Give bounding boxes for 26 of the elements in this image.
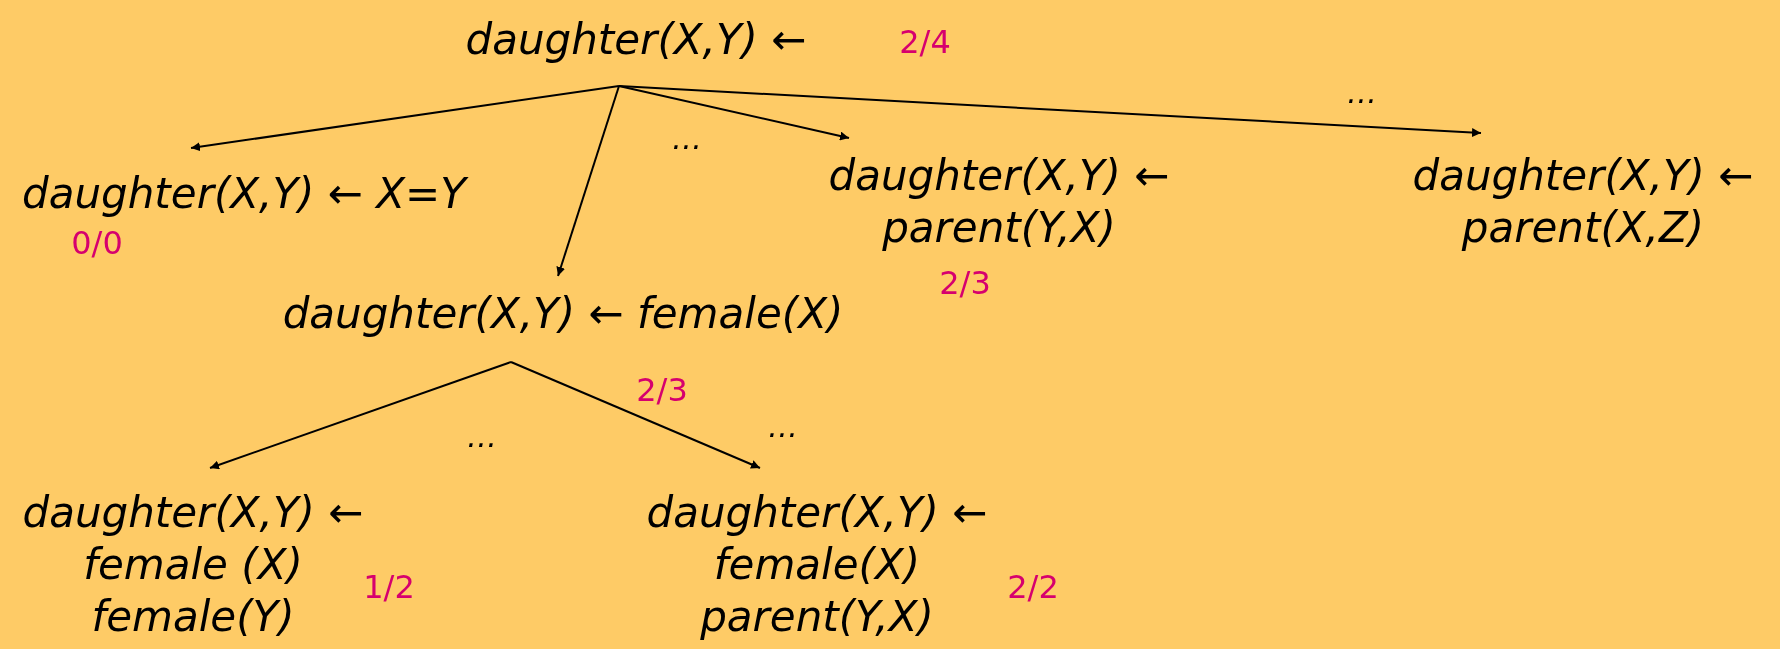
clause-body-text: parent(Y,X) xyxy=(882,202,1116,254)
ellipsis-label: … xyxy=(768,408,798,444)
clause-text: daughter(X,Y) ← xyxy=(646,487,988,539)
arrow xyxy=(209,361,512,470)
score-label: 2/3 xyxy=(939,264,991,302)
arrow xyxy=(556,85,620,277)
clause-body-text: female(X) parent(Y,X) xyxy=(699,539,935,643)
clause-text: daughter(X,Y) ← xyxy=(828,150,1170,202)
score-label: 2/3 xyxy=(636,371,688,409)
score-label: 1/2 xyxy=(363,568,415,606)
clause-text: daughter(X,Y) ← xyxy=(22,487,364,539)
arrow xyxy=(190,85,620,152)
clause-text: daughter(X,Y) ← xyxy=(1412,150,1754,202)
clause-text: daughter(X,Y) ← xyxy=(465,14,807,66)
score-label: 2/4 xyxy=(899,23,951,61)
arrow xyxy=(618,85,1482,137)
score-label: 0/0 xyxy=(71,224,123,262)
clause-text: daughter(X,Y) ← female(X) xyxy=(282,288,844,340)
score-label: 2/2 xyxy=(1007,568,1059,606)
arrow xyxy=(510,361,761,469)
clause-body-text: parent(X,Z) xyxy=(1461,202,1705,254)
clause-body-text: female (X) female(Y) xyxy=(82,539,304,643)
arrow xyxy=(618,85,850,141)
ellipsis-label: … xyxy=(1347,74,1377,110)
ellipsis-label: … xyxy=(467,418,497,454)
ellipsis-label: … xyxy=(672,120,702,156)
